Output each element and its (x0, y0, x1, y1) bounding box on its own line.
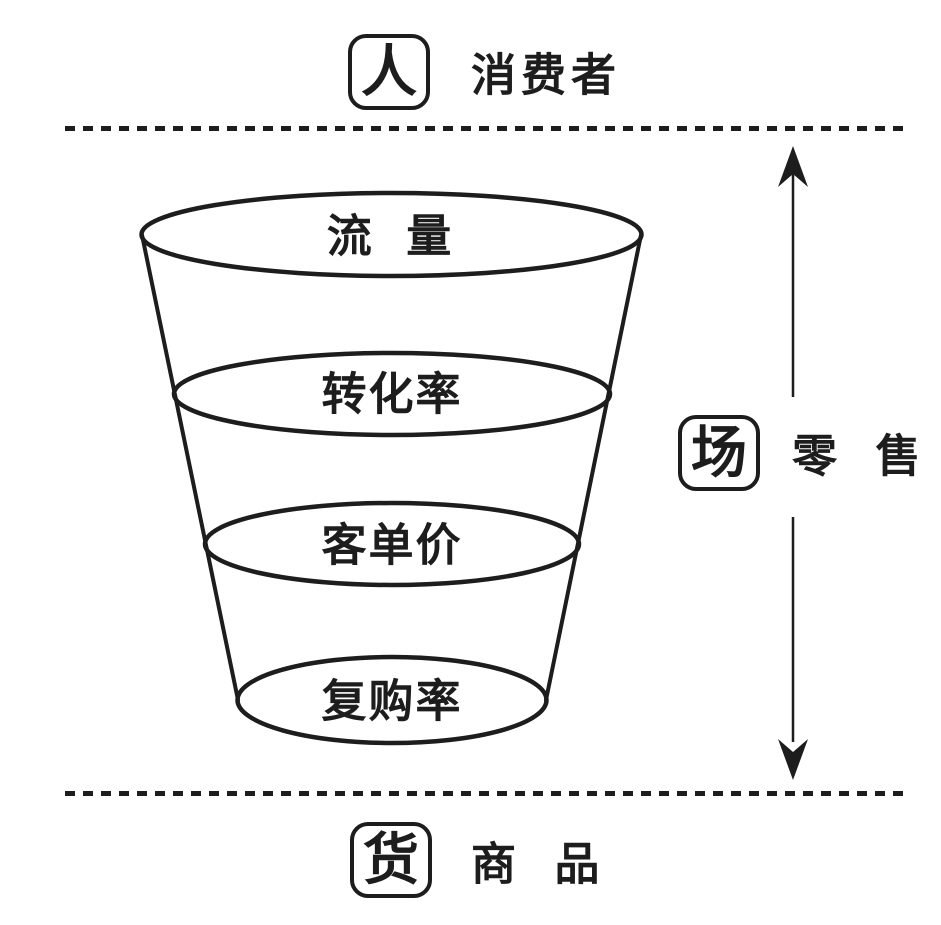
vertical-range-arrow (778, 146, 808, 780)
funnel-level-label-average-order-value: 客单价 (321, 519, 463, 571)
place-badge: 场 (678, 415, 760, 491)
funnel-right-wall (544, 233, 643, 702)
product-label: 商 品 (471, 838, 603, 890)
funnel-bottom-ellipse (235, 654, 549, 746)
place-badge-character: 场 (691, 421, 747, 484)
consumer-label: 消费者 (471, 49, 622, 101)
retail-label: 零 售 (792, 427, 924, 485)
people-badge-character: 人 (361, 40, 417, 103)
arrow-up-head (778, 146, 808, 187)
funnel-level-label-repurchase-rate: 复购率 (321, 675, 463, 727)
funnel-left-wall (140, 233, 240, 702)
arrow-down-head (778, 739, 808, 780)
funnel-top-ellipse (139, 190, 644, 279)
funnel-level-label-conversion-rate: 转化率 (321, 368, 463, 420)
goods-badge-character: 货 (363, 828, 419, 891)
funnel-level-2-ellipse (171, 350, 613, 438)
funnel-bucket (139, 190, 644, 746)
people-badge: 人 (348, 34, 430, 110)
goods-badge: 货 (350, 822, 432, 898)
funnel-level-label-traffic: 流 量 (326, 210, 454, 262)
funnel-level-3-ellipse (202, 500, 582, 588)
